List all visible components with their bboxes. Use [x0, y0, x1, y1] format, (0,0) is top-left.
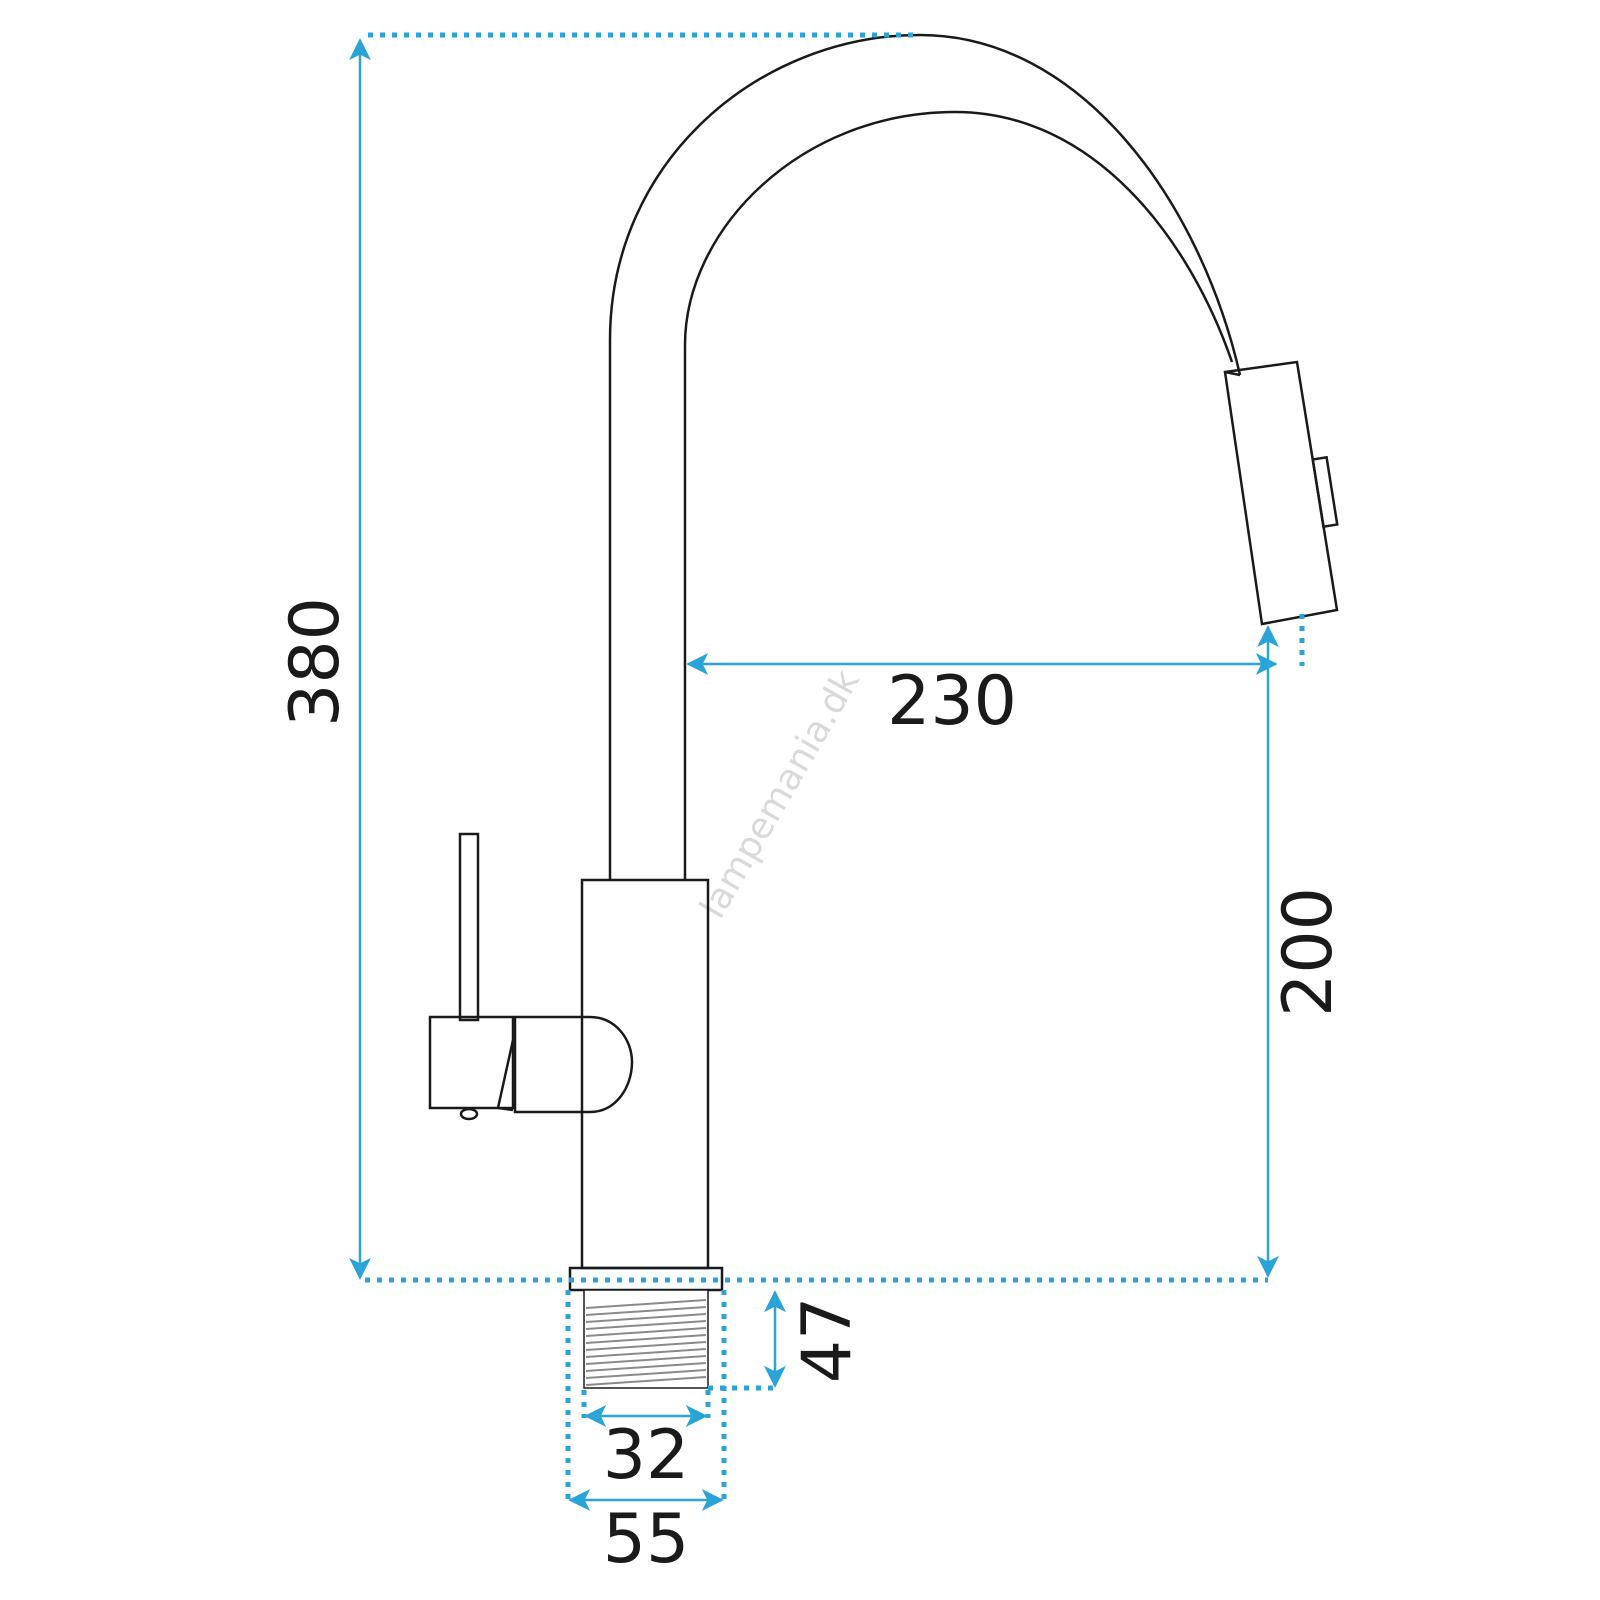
- thread-line: [585, 1348, 707, 1358]
- faucet-body: [580, 878, 710, 1270]
- thread-line: [585, 1341, 707, 1351]
- spray-head-joint: [1224, 370, 1241, 377]
- lever-base: [428, 1015, 515, 1110]
- thread-line: [585, 1362, 707, 1372]
- lever-wedge: [496, 1039, 515, 1112]
- watermark-text: lampemania.dk: [692, 663, 867, 925]
- dimension-lines: [349, 32, 1305, 1511]
- thread-diameter-label: 32: [603, 1416, 690, 1495]
- thread-line: [585, 1334, 707, 1344]
- spout-inner-curve: [683, 110, 1234, 880]
- total-height-label: 380: [276, 597, 355, 727]
- thread-line: [585, 1327, 707, 1337]
- base-diameter-label: 55: [603, 1500, 690, 1579]
- threaded-stud: [583, 1289, 709, 1389]
- lever-handle: [458, 832, 480, 1022]
- thread-line: [585, 1306, 707, 1316]
- thread-line: [585, 1376, 707, 1386]
- thread-lines: [585, 1299, 707, 1386]
- spout-reach-label: 230: [887, 662, 1017, 741]
- spray-head-button: [1311, 455, 1339, 529]
- faucet-outline: [428, 33, 1339, 1292]
- thread-line: [585, 1299, 707, 1309]
- thread-line: [585, 1355, 707, 1365]
- spray-head: [1223, 360, 1339, 626]
- thread-line: [585, 1320, 707, 1330]
- lever-pin: [459, 1107, 479, 1121]
- thread-line: [585, 1369, 707, 1379]
- thread-length-label: 47: [788, 1297, 867, 1384]
- spout-clearance-label: 200: [1269, 887, 1348, 1017]
- lever-cap: [513, 1015, 634, 1114]
- thread-line: [585, 1313, 707, 1323]
- spout-outer-curve: [608, 33, 1242, 880]
